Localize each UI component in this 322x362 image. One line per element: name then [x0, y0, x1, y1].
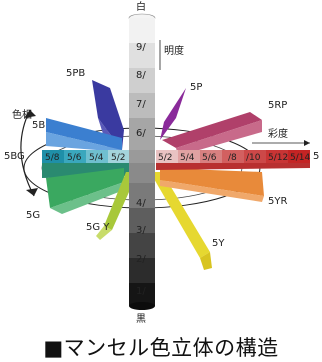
- figure-caption: ■マンセル色立体の構造: [43, 336, 279, 360]
- chroma-right-label-4: /10: [246, 153, 261, 163]
- chroma-left-label-3: 5/2: [111, 153, 125, 163]
- chroma-right-label-0: 5/2: [158, 153, 172, 163]
- label-hue: 色相: [12, 108, 32, 121]
- hue-label-5b: 5B: [32, 120, 45, 131]
- label-black: 黒: [136, 313, 146, 325]
- label-value-1: 明度: [164, 44, 184, 57]
- hue-label-5g: 5G: [26, 210, 40, 221]
- hue-blade-5p: [160, 88, 186, 140]
- hue-label-5gy: 5G Y: [86, 222, 110, 233]
- hue-label-5p: 5P: [190, 82, 202, 93]
- hue-blade-5yr: [160, 168, 264, 196]
- value-step-8: 8/: [136, 70, 146, 81]
- hue-label-5y: 5Y: [212, 238, 225, 249]
- hue-label-5r: 5: [313, 151, 319, 162]
- value-step-7: 7/: [136, 99, 146, 110]
- value-step-9: 9/: [136, 42, 146, 53]
- hue-label-5rp: 5RP: [268, 100, 287, 111]
- hue-label-5pb: 5PB: [66, 68, 85, 79]
- value-step-3: 3/: [136, 225, 146, 236]
- chroma-left-label-2: 5/4: [89, 153, 104, 163]
- chroma-right-label-1: 5/4: [180, 153, 195, 163]
- value-step-6: 6/: [136, 128, 146, 139]
- chroma-right-label-5: 5/12: [268, 153, 288, 163]
- chroma-right-label-3: /8: [228, 153, 237, 163]
- chroma-bar-right: 5/2 5/4 5/6 /8 /10 5/12 5/14: [156, 150, 310, 163]
- chroma-right-label-6: 5/14: [290, 153, 310, 163]
- hue-label-5yr: 5YR: [268, 196, 287, 207]
- hue-blade-5rp: [162, 112, 262, 148]
- hue-blade-5pb: [92, 80, 124, 150]
- chroma-right-label-2: 5/6: [202, 153, 217, 163]
- chroma-bar-left: 5/8 5/6 5/4 5/2: [42, 150, 130, 163]
- value-step-1: 1/: [136, 286, 146, 297]
- hue-blade-5y: [150, 172, 210, 258]
- chroma-left-label-0: 5/8: [45, 153, 60, 163]
- value-axis-column: 9/ 8/ 7/ 6/ 4/ 3/ 2/ 1/: [128, 13, 156, 310]
- label-chroma: 彩度: [268, 127, 288, 140]
- chroma-left-label-1: 5/6: [67, 153, 82, 163]
- hue-arrow-head-top: [24, 110, 36, 118]
- hue-blade-5g: [46, 168, 124, 208]
- label-white: 白: [136, 0, 146, 13]
- hue-arrow: [20, 109, 35, 197]
- value-step-4: 4/: [136, 198, 146, 209]
- hue-arrow-head-bottom: [26, 188, 38, 196]
- hue-label-5bg: 5BG: [4, 151, 25, 162]
- value-step-2: 2/: [136, 254, 146, 265]
- hue-blade-5b: [46, 118, 122, 150]
